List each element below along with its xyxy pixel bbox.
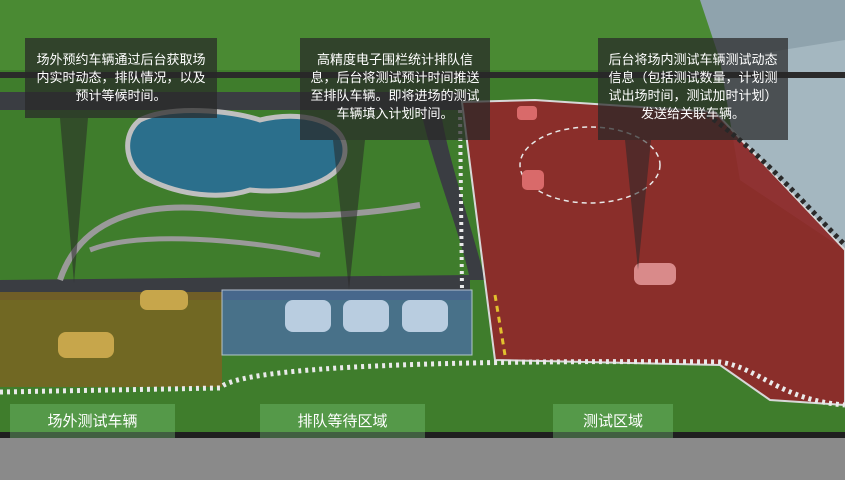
callout-middle: 高精度电子围栏统计排队信息，后台将测试预计时间推送至排队车辆。即将进场的测试车辆… [300, 38, 490, 140]
zone-label-outside-text: 场外测试车辆 [47, 412, 138, 430]
callout-right: 后台将场内测试车辆测试动态信息（包括测试数量，计划测试出场时间，测试加时计划）发… [598, 38, 788, 140]
test-car [522, 170, 544, 190]
outside-car [58, 332, 114, 358]
zone-label-queue: 排队等待区域 [260, 404, 425, 438]
callout-middle-tail [333, 140, 365, 290]
pond [125, 108, 348, 198]
queue-car [402, 300, 448, 332]
callout-right-tail [625, 140, 651, 270]
test-area [462, 100, 845, 405]
curved-road [420, 105, 485, 280]
test-track [519, 126, 661, 204]
zone-label-queue-text: 排队等待区域 [297, 412, 388, 430]
bottom-fence [0, 432, 845, 438]
outside-cars [58, 290, 188, 358]
outside-car [140, 290, 188, 310]
callout-left: 场外预约车辆通过后台获取场内实时动态，排队情况，以及预计等候时间。 [25, 38, 217, 118]
zone-label-outside: 场外测试车辆 [10, 404, 175, 438]
callout-right-text: 后台将场内测试车辆测试动态信息（包括测试数量，计划测试出场时间，测试加时计划）发… [608, 53, 778, 122]
zone-label-test-text: 测试区域 [582, 412, 643, 430]
zone-label-test: 测试区域 [553, 404, 673, 438]
tyre-barrier [0, 359, 845, 408]
callout-left-tail [60, 118, 88, 283]
queue-car [285, 300, 331, 332]
sidewalk [0, 438, 845, 480]
queue-cars [285, 300, 448, 332]
queue-car [343, 300, 389, 332]
callout-left-text: 场外预约车辆通过后台获取场内实时动态，排队情况，以及预计等候时间。 [36, 53, 206, 104]
callout-middle-text: 高精度电子围栏统计排队信息，后台将测试预计时间推送至排队车辆。即将进场的测试车辆… [310, 53, 480, 122]
test-car [517, 106, 537, 120]
